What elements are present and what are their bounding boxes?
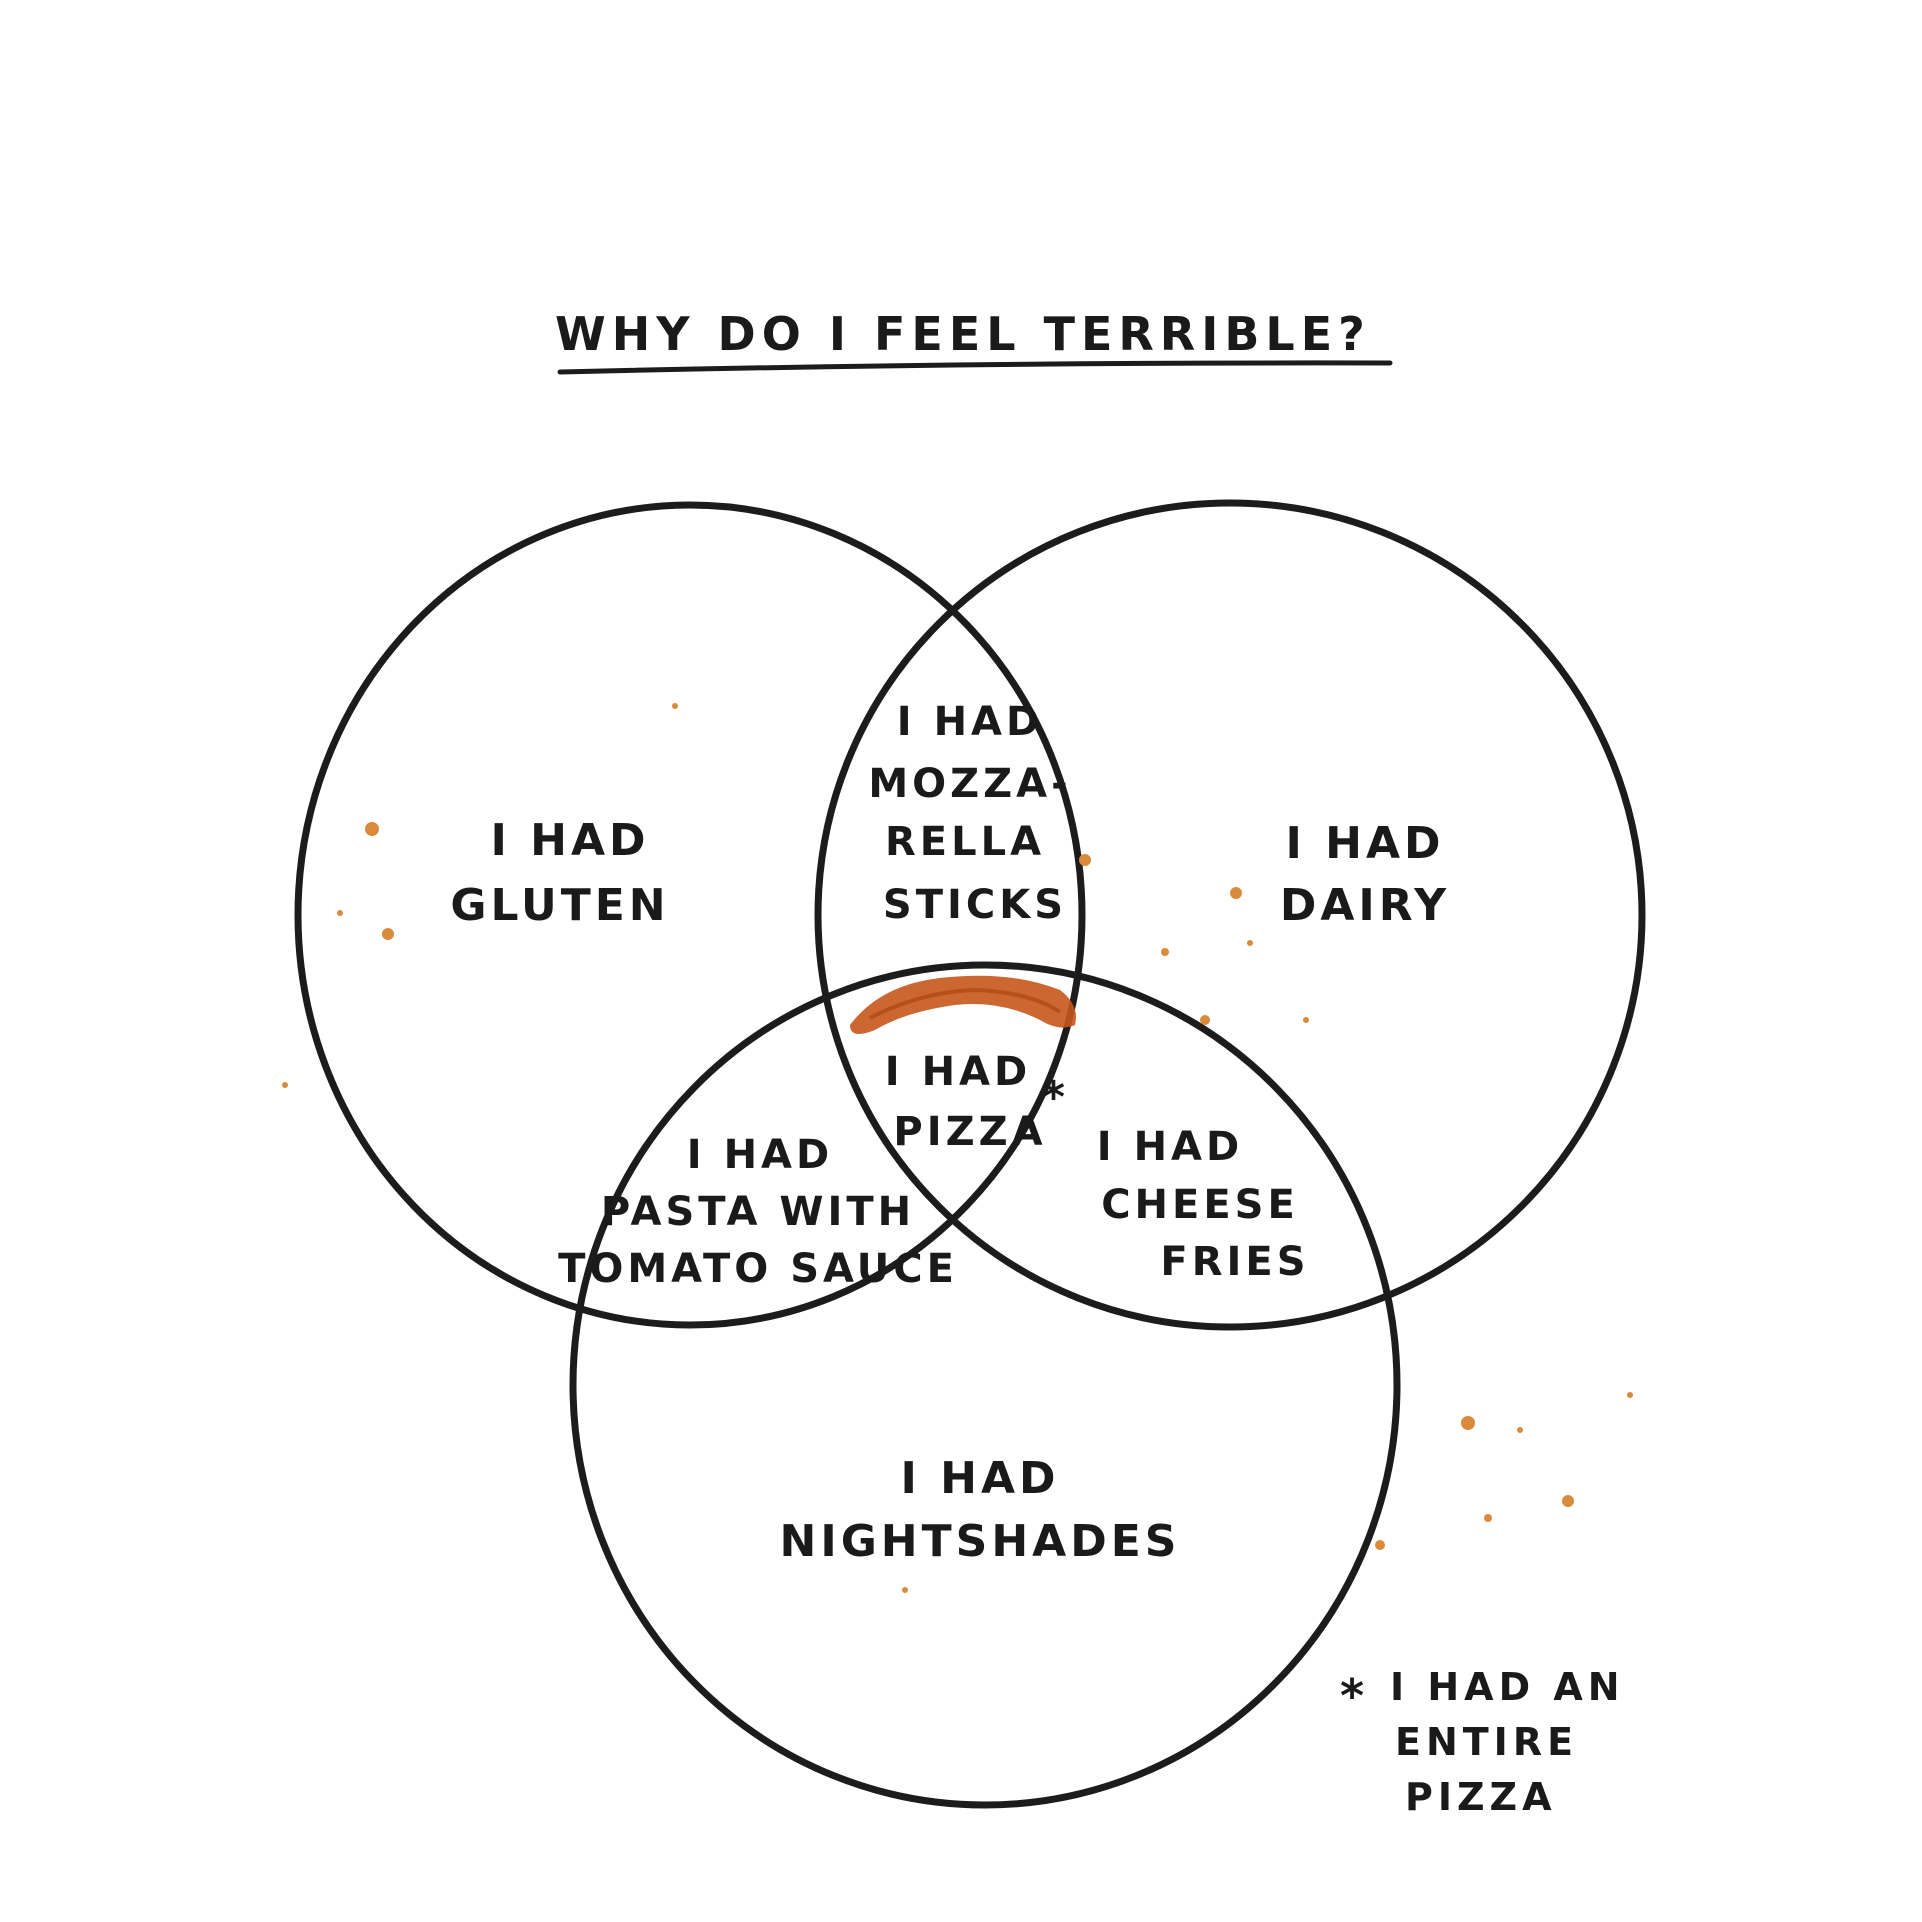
mozzarella-label-line4: STICKS <box>883 882 1067 928</box>
pizza-stain-edge <box>869 987 1062 1020</box>
gluten-circle <box>294 501 1086 1329</box>
pizza-stain <box>850 975 1076 1034</box>
diagram-title: WHY DO I FEEL TERRIBLE? <box>555 307 1371 361</box>
pizza-asterisk: * <box>1042 1072 1069 1123</box>
nightshades-label-line1: I HAD <box>900 1453 1059 1504</box>
pasta-label-line3: TOMATO SAUCE <box>558 1246 958 1292</box>
pasta-label-line2: PASTA WITH <box>601 1189 915 1235</box>
footnote-line2: ENTIRE <box>1395 1720 1578 1764</box>
crumb <box>1161 948 1169 956</box>
crumb <box>1079 854 1091 866</box>
crumb <box>1230 887 1242 899</box>
crumb <box>1484 1514 1492 1522</box>
crumb <box>1517 1427 1523 1433</box>
crumb <box>1562 1495 1574 1507</box>
nightshades-label-line2: NIGHTSHADES <box>780 1516 1181 1567</box>
mozzarella-label-line1: I HAD <box>897 699 1043 745</box>
crumb <box>902 1587 908 1593</box>
crumb <box>365 822 379 836</box>
dairy-label-line1: I HAD <box>1285 818 1444 869</box>
crumb <box>1461 1416 1475 1430</box>
mozzarella-label-line3: RELLA <box>885 819 1045 865</box>
crumb <box>382 928 394 940</box>
gluten-label-line2: GLUTEN <box>450 880 669 931</box>
nightshades-circle <box>569 961 1401 1809</box>
footnote-asterisk: * <box>1340 1669 1368 1723</box>
crumb <box>1247 940 1253 946</box>
gluten-label-line1: I HAD <box>490 815 649 866</box>
footnote-line3: PIZZA <box>1405 1775 1557 1819</box>
crumb <box>1200 1015 1210 1025</box>
dairy-label-line2: DAIRY <box>1280 880 1450 931</box>
footnote-line1: I HAD AN <box>1390 1665 1625 1709</box>
cheese-fries-label-line3: FRIES <box>1160 1239 1309 1285</box>
dairy-circle <box>814 499 1646 1331</box>
title-underline <box>557 360 1393 375</box>
crumb <box>337 910 343 916</box>
crumb <box>282 1082 288 1088</box>
mozzarella-label-line2: MOZZA- <box>868 761 1071 807</box>
pasta-label-line1: I HAD <box>687 1132 833 1178</box>
crumb <box>1303 1017 1309 1023</box>
crumb <box>1627 1392 1633 1398</box>
pizza-label-line1: I HAD <box>885 1049 1031 1095</box>
pizza-label-line2: PIZZA <box>893 1109 1046 1155</box>
cheese-fries-label-line2: CHEESE <box>1101 1182 1299 1228</box>
crumb <box>1375 1540 1385 1550</box>
crumbs <box>282 703 1633 1593</box>
crumb <box>672 703 678 709</box>
cheese-fries-label-line1: I HAD <box>1097 1124 1243 1170</box>
